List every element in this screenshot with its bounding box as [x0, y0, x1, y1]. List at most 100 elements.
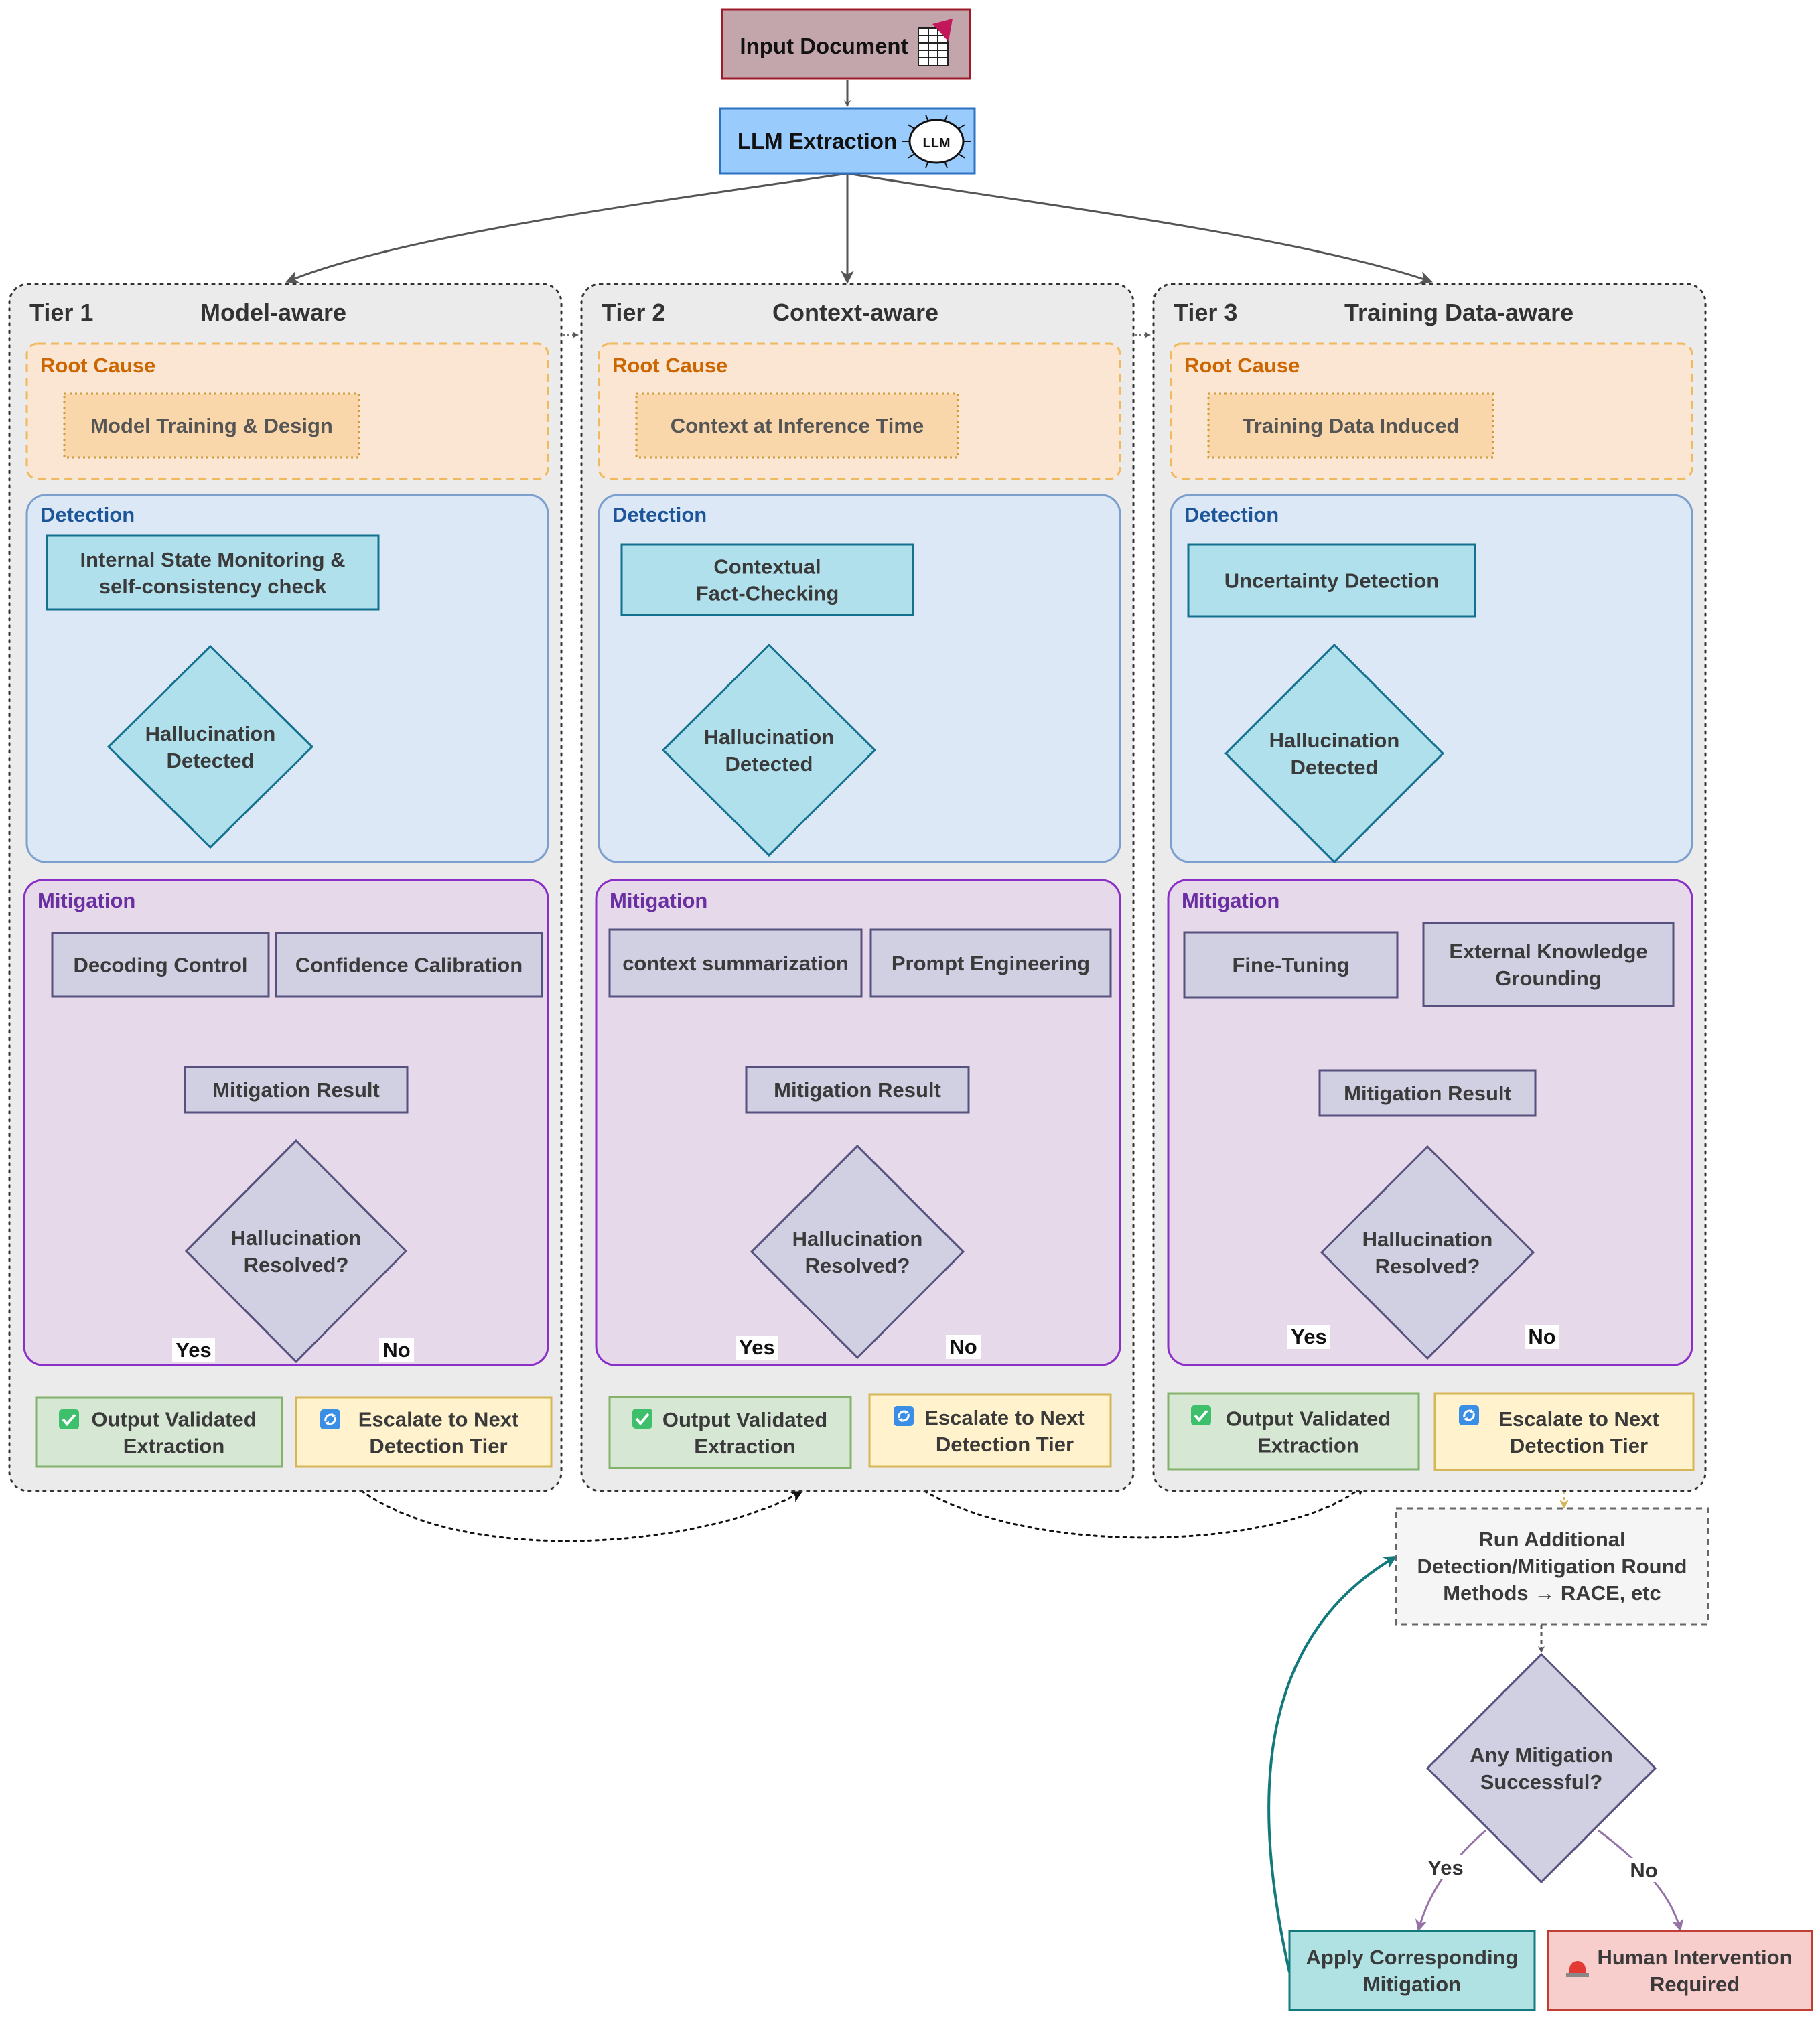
label-line: Output Validated [1226, 1407, 1391, 1431]
label-line: Extraction [123, 1435, 225, 1458]
refresh-arrows-icon [320, 1409, 340, 1429]
label-line: Hallucination [1362, 1228, 1493, 1251]
detection-heading: Detection [40, 503, 135, 526]
mitigation-heading: Mitigation [38, 889, 135, 912]
label-line: Decoding Control [73, 954, 247, 977]
mitigation-section [595, 879, 1121, 1366]
label-line: Escalate to Next [1498, 1407, 1659, 1431]
detection-method-node [620, 543, 914, 616]
root-cause-label: Training Data Induced [1243, 414, 1460, 437]
additional-round-node [1395, 1507, 1709, 1626]
detection-heading: Detection [612, 503, 707, 526]
mitigation-option-b-node [1422, 922, 1675, 1007]
label-line: Extraction [1257, 1434, 1359, 1457]
mitigation-option-b-label: Confidence Calibration [295, 954, 522, 977]
label-line: Human Intervention [1597, 1946, 1792, 1969]
tier-name: Model-aware [200, 299, 346, 326]
mitigation-result-node [745, 1066, 970, 1114]
spreadsheet-document-icon [918, 19, 953, 66]
refresh-icon-bg [1459, 1405, 1479, 1425]
label-line: Mitigation [1363, 1972, 1461, 1996]
refresh-icon-head-b [325, 1421, 329, 1425]
root-cause-heading: Root Cause [612, 354, 727, 377]
label-line: Required [1650, 1972, 1740, 1996]
detection-heading: Detection [1184, 503, 1279, 526]
any-mitigation-successful-diamond [1425, 1652, 1657, 1884]
mitigation-option-b-node [275, 932, 543, 998]
label-line: External Knowledge [1449, 940, 1647, 963]
mitigation-option-a-node [1183, 931, 1399, 999]
root-cause-label: Model Training & Design [90, 414, 333, 437]
mitigation-option-a-label: Fine-Tuning [1232, 954, 1349, 977]
tier-name: Training Data-aware [1344, 299, 1573, 326]
refresh-icon-bg [320, 1409, 340, 1429]
hallucination-resolved-diamond [184, 1139, 408, 1364]
label-line: Detection Tier [369, 1435, 507, 1458]
hallucination-detected-diamond [107, 644, 314, 849]
no-label: No [382, 1338, 410, 1362]
human-intervention-node [1547, 1930, 1813, 2011]
check-icon-bg [632, 1409, 652, 1429]
mitigation-result-label: Mitigation Result [212, 1078, 380, 1102]
hallucination-resolved-diamond [1320, 1145, 1535, 1360]
apply-to-additional-loop-arrow [1267, 1555, 1397, 1973]
check-mark-icon [632, 1409, 652, 1429]
label-line: Successful? [1480, 1770, 1603, 1794]
check-icon-mark [62, 1413, 76, 1427]
refresh-icon-head-b [898, 1418, 902, 1422]
brain-circuit-line [944, 114, 949, 121]
mitigation-result-label: Mitigation Result [774, 1078, 941, 1102]
label-line: self-consistency check [99, 575, 327, 598]
mitigation-heading: Mitigation [1182, 889, 1279, 912]
label-line: Detection Tier [936, 1433, 1074, 1456]
label-line: Grounding [1495, 966, 1601, 990]
yes-label-bg [1287, 1325, 1330, 1349]
output-validated-node [35, 1396, 283, 1468]
label-line: Any Mitigation [1470, 1743, 1613, 1767]
brain-circuit-line [924, 161, 929, 169]
mitigation-option-b-node [869, 928, 1112, 998]
siren-base [1566, 1973, 1589, 1977]
apply-mitigation-node [1288, 1930, 1536, 2011]
root-cause-heading: Root Cause [1184, 354, 1300, 377]
refresh-arrows-icon [1459, 1405, 1479, 1425]
label-line: Hallucination [145, 722, 276, 745]
input-document-label: Input Document [740, 33, 908, 58]
mitigation-result-node [1318, 1069, 1537, 1117]
check-icon-bg [59, 1409, 79, 1429]
yes-label: Yes [1291, 1325, 1326, 1348]
yes-label-bg [1424, 1855, 1467, 1879]
llm-to-tier1-arrow [285, 172, 848, 284]
siren-dome [1569, 1961, 1586, 1973]
yes-label: Yes [176, 1338, 211, 1362]
detection-method-node [1187, 543, 1476, 618]
hallucination-resolved-diamond [750, 1144, 965, 1360]
brain-circuit-line [957, 124, 965, 130]
root-cause-node [635, 392, 959, 459]
label-line: Output Validated [91, 1408, 256, 1431]
refresh-arrows-icon [894, 1406, 914, 1426]
label-line: Resolved? [1375, 1254, 1480, 1278]
label-line: Run Additional [1478, 1528, 1625, 1551]
no-label: No [949, 1335, 977, 1358]
label-line: Contextual [713, 555, 821, 579]
label-line: Detected [1291, 755, 1379, 779]
llm-extraction-label: LLM Extraction [738, 129, 897, 153]
escalate-tier-node [295, 1396, 553, 1468]
escalate-tier2-to-tier3-arrow [923, 1484, 1366, 1539]
label-line: Detection Tier [1510, 1434, 1648, 1457]
label-line: Hallucination [704, 725, 835, 749]
